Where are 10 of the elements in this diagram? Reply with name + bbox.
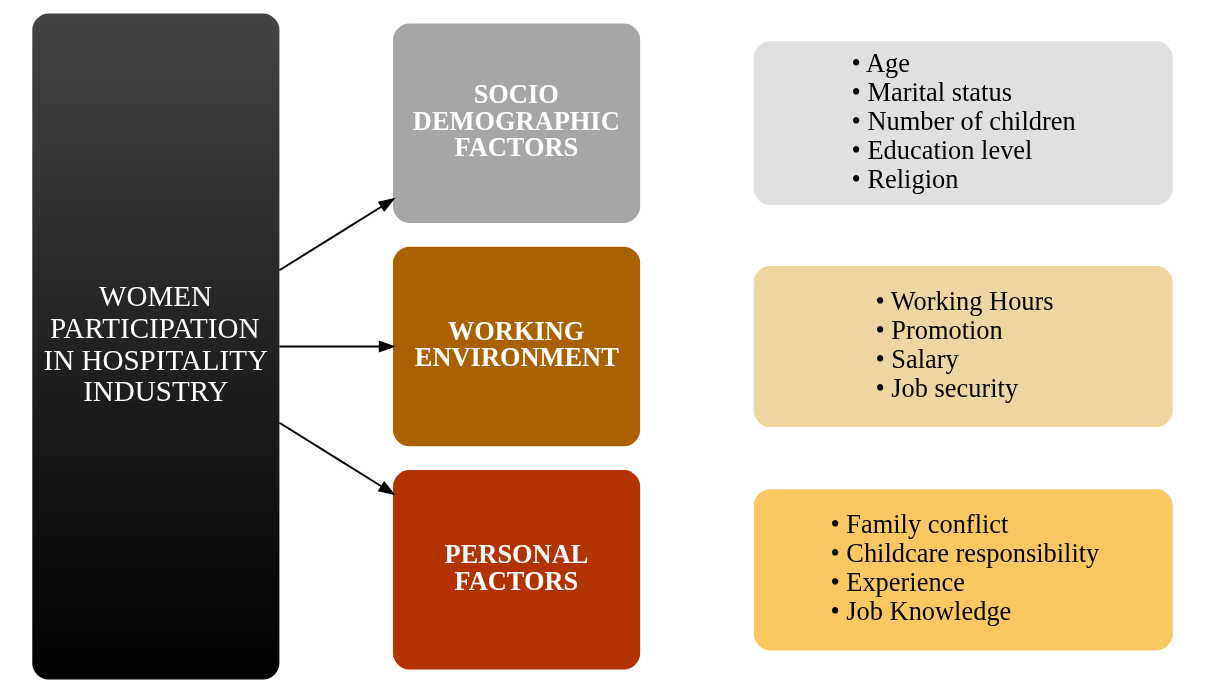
node-box: • Working Hours • Promotion • Salary • Job security [753, 265, 1173, 428]
arrow [278, 340, 396, 353]
node-box: SOCIO DEMOGRAPHIC FACTORS [393, 23, 641, 223]
node-box: PERSONAL FACTORS [393, 470, 641, 670]
node-box: • Family conflict • Childcare responsibility • Experience • Job Knowledge [753, 489, 1173, 651]
node-box: • Age • Marital status • Number of children • Education level • Religion [753, 41, 1173, 206]
arrow [278, 421, 396, 496]
arrow [278, 197, 396, 272]
node-box: WOMEN PARTICIPATION IN HOSPITALITY INDUSTRY [32, 13, 280, 680]
node-box: WORKING ENVIRONMENT [393, 246, 641, 447]
